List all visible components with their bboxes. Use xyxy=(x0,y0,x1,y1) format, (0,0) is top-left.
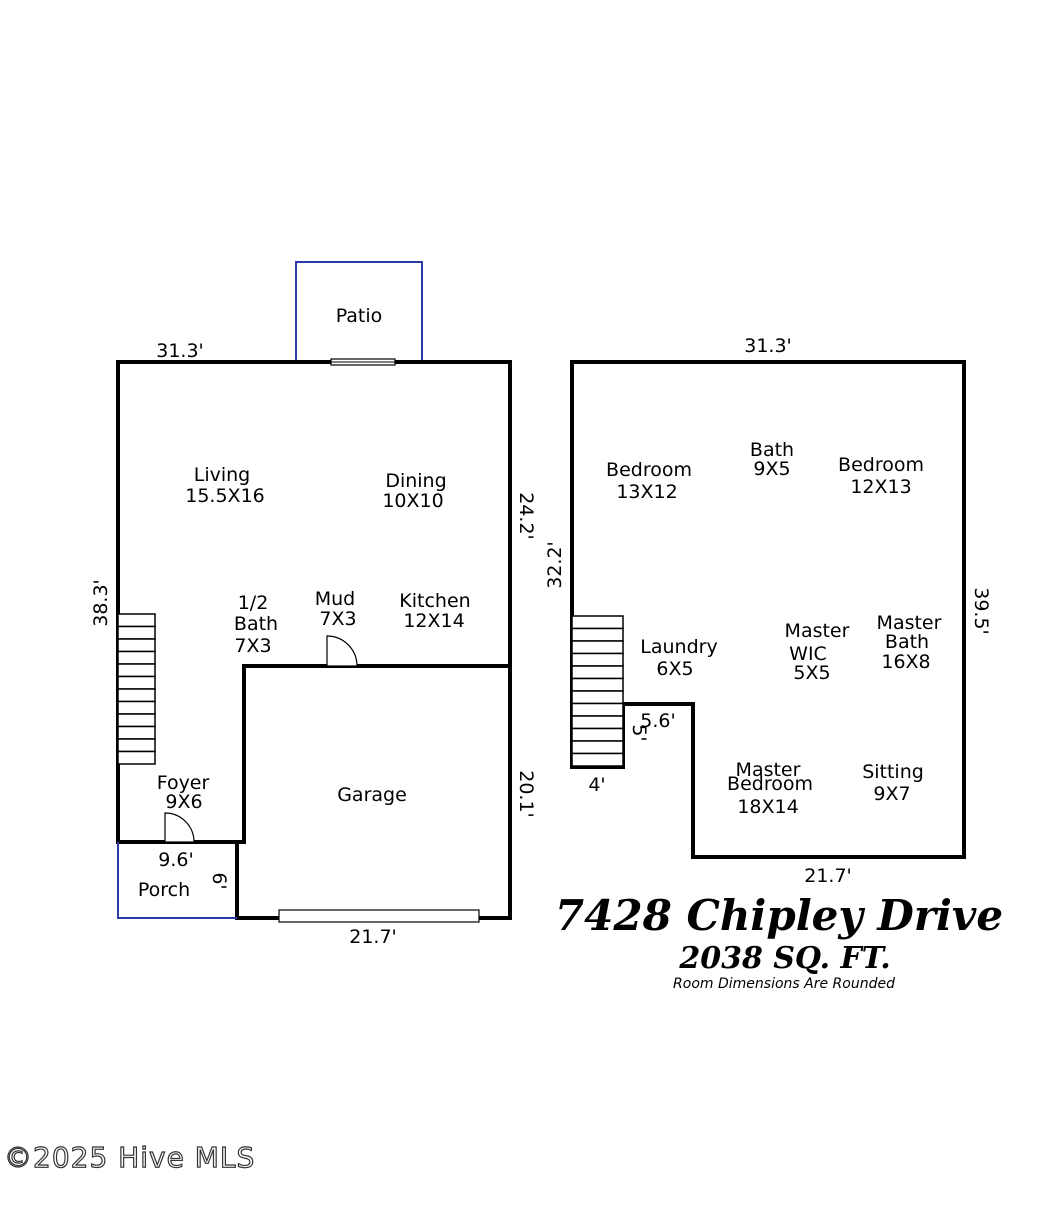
first-floor-stair-tread xyxy=(117,700,156,715)
patio-outline xyxy=(295,261,423,362)
property-address: 7428 Chipley Drive xyxy=(555,891,1003,940)
first-floor-left-dimension: 38.3' xyxy=(90,579,112,627)
porch-outline xyxy=(117,842,237,919)
sitting-size: 9X7 xyxy=(873,783,910,805)
laundry-size: 6X5 xyxy=(656,658,693,680)
first-floor-plan: Patio Living 15.5X16 Dining 10X10 1/2 Ba… xyxy=(90,261,537,948)
master-wic-label-line1: Master xyxy=(785,620,850,642)
mud-label: Mud xyxy=(315,588,356,610)
half-bath-label-line2: Bath xyxy=(234,613,278,635)
bath-label: Bath xyxy=(750,439,794,461)
first-floor-right-upper-dimension: 24.2' xyxy=(515,492,537,540)
second-floor-stair-tread xyxy=(571,727,624,742)
second-floor-stair-tread xyxy=(571,615,624,630)
second-floor-stair-tread xyxy=(571,627,624,642)
garage-wall-right xyxy=(479,666,512,920)
foyer-label: Foyer xyxy=(157,772,210,794)
second-floor-left-dimension: 32.2' xyxy=(544,541,566,589)
second-floor-stair-tread xyxy=(571,677,624,692)
first-floor-stair-tread xyxy=(117,738,156,753)
master-bath-size: 16X8 xyxy=(881,651,930,673)
first-floor-stair-tread xyxy=(117,688,156,703)
stair-width-dimension: 4' xyxy=(588,774,605,796)
kitchen-label: Kitchen xyxy=(399,590,470,612)
square-footage: 2038 SQ. FT. xyxy=(678,941,890,976)
first-floor-stair-tread xyxy=(117,725,156,740)
first-floor-right-lower-dimension: 20.1' xyxy=(515,770,537,818)
notch-depth-dimension: 5' xyxy=(628,724,650,741)
garage-wall xyxy=(235,840,279,920)
master-bedroom-label-line1: Master xyxy=(736,759,801,781)
first-floor-stair-tread xyxy=(117,663,156,678)
second-floor-stair-tread xyxy=(571,715,624,730)
bedroom-right-label: Bedroom xyxy=(838,454,924,476)
master-wic-label-line2: WIC xyxy=(789,643,827,665)
mud-size: 7X3 xyxy=(319,608,356,630)
first-floor-top-dimension: 31.3' xyxy=(156,340,204,362)
master-wic-size: 5X5 xyxy=(793,662,830,684)
first-floor-stairs xyxy=(117,613,156,765)
half-bath-size: 7X3 xyxy=(234,635,271,657)
living-size: 15.5X16 xyxy=(185,485,265,507)
patio-label: Patio xyxy=(336,305,383,327)
second-floor-plan: Bedroom 13X12 Bath 9X5 Bedroom 12X13 Lau… xyxy=(544,335,992,887)
second-floor-stair-tread xyxy=(571,640,624,655)
sitting-label: Sitting xyxy=(862,761,924,783)
dining-label: Dining xyxy=(385,470,446,492)
dining-size: 10X10 xyxy=(382,490,443,512)
second-floor-stair-tread xyxy=(571,752,624,767)
dimension-note: Room Dimensions Are Rounded xyxy=(673,976,895,992)
first-floor-stair-tread xyxy=(117,650,156,665)
second-floor-top-dimension: 31.3' xyxy=(744,335,792,357)
second-floor-outer-wall xyxy=(570,360,966,859)
master-bedroom-size: 18X14 xyxy=(737,796,798,818)
second-floor-stair-tread xyxy=(571,702,624,717)
copyright-watermark: ©2025 Hive MLS xyxy=(4,1141,255,1174)
half-bath-label-line1: 1/2 xyxy=(238,592,269,614)
second-floor-right-dimension: 39.5' xyxy=(970,587,992,635)
bath-size: 9X5 xyxy=(753,458,790,480)
porch-depth-dimension: 6' xyxy=(208,872,230,889)
bedroom-left-label: Bedroom xyxy=(606,459,692,481)
second-floor-stairs xyxy=(571,615,624,767)
first-floor-stair-tread xyxy=(117,625,156,640)
second-floor-bottom-dimension: 21.7' xyxy=(804,865,852,887)
garage-door xyxy=(278,909,480,923)
laundry-label: Laundry xyxy=(640,636,717,658)
second-floor-stair-tread xyxy=(571,740,624,755)
foyer-size: 9X6 xyxy=(165,791,202,813)
first-floor-stair-tread xyxy=(117,713,156,728)
master-bath-label-line1: Master xyxy=(877,612,942,634)
porch-label: Porch xyxy=(138,879,190,901)
first-floor-bottom-dimension: 21.7' xyxy=(349,926,397,948)
master-bedroom-label-line2: Bedroom xyxy=(727,773,813,795)
master-bath-label-line2: Bath xyxy=(885,631,929,653)
first-floor-stair-tread xyxy=(117,750,156,765)
living-label: Living xyxy=(194,464,251,486)
front-door xyxy=(164,812,195,843)
second-floor-stair-tread xyxy=(571,665,624,680)
mud-room-door xyxy=(326,635,358,667)
porch-width-dimension: 9.6' xyxy=(158,849,193,871)
first-floor-stair-tread xyxy=(117,638,156,653)
garage-label: Garage xyxy=(337,784,407,806)
first-floor-stair-tread xyxy=(117,613,156,628)
bedroom-left-size: 13X12 xyxy=(616,481,677,503)
bedroom-right-size: 12X13 xyxy=(850,476,911,498)
title-block: 7428 Chipley Drive 2038 SQ. FT. Room Dim… xyxy=(555,891,1003,992)
second-floor-stair-tread xyxy=(571,652,624,667)
second-floor-stair-tread xyxy=(571,690,624,705)
kitchen-size: 12X14 xyxy=(403,610,464,632)
notch-width-dimension: 5.6' xyxy=(640,710,675,732)
first-floor-stair-tread xyxy=(117,675,156,690)
